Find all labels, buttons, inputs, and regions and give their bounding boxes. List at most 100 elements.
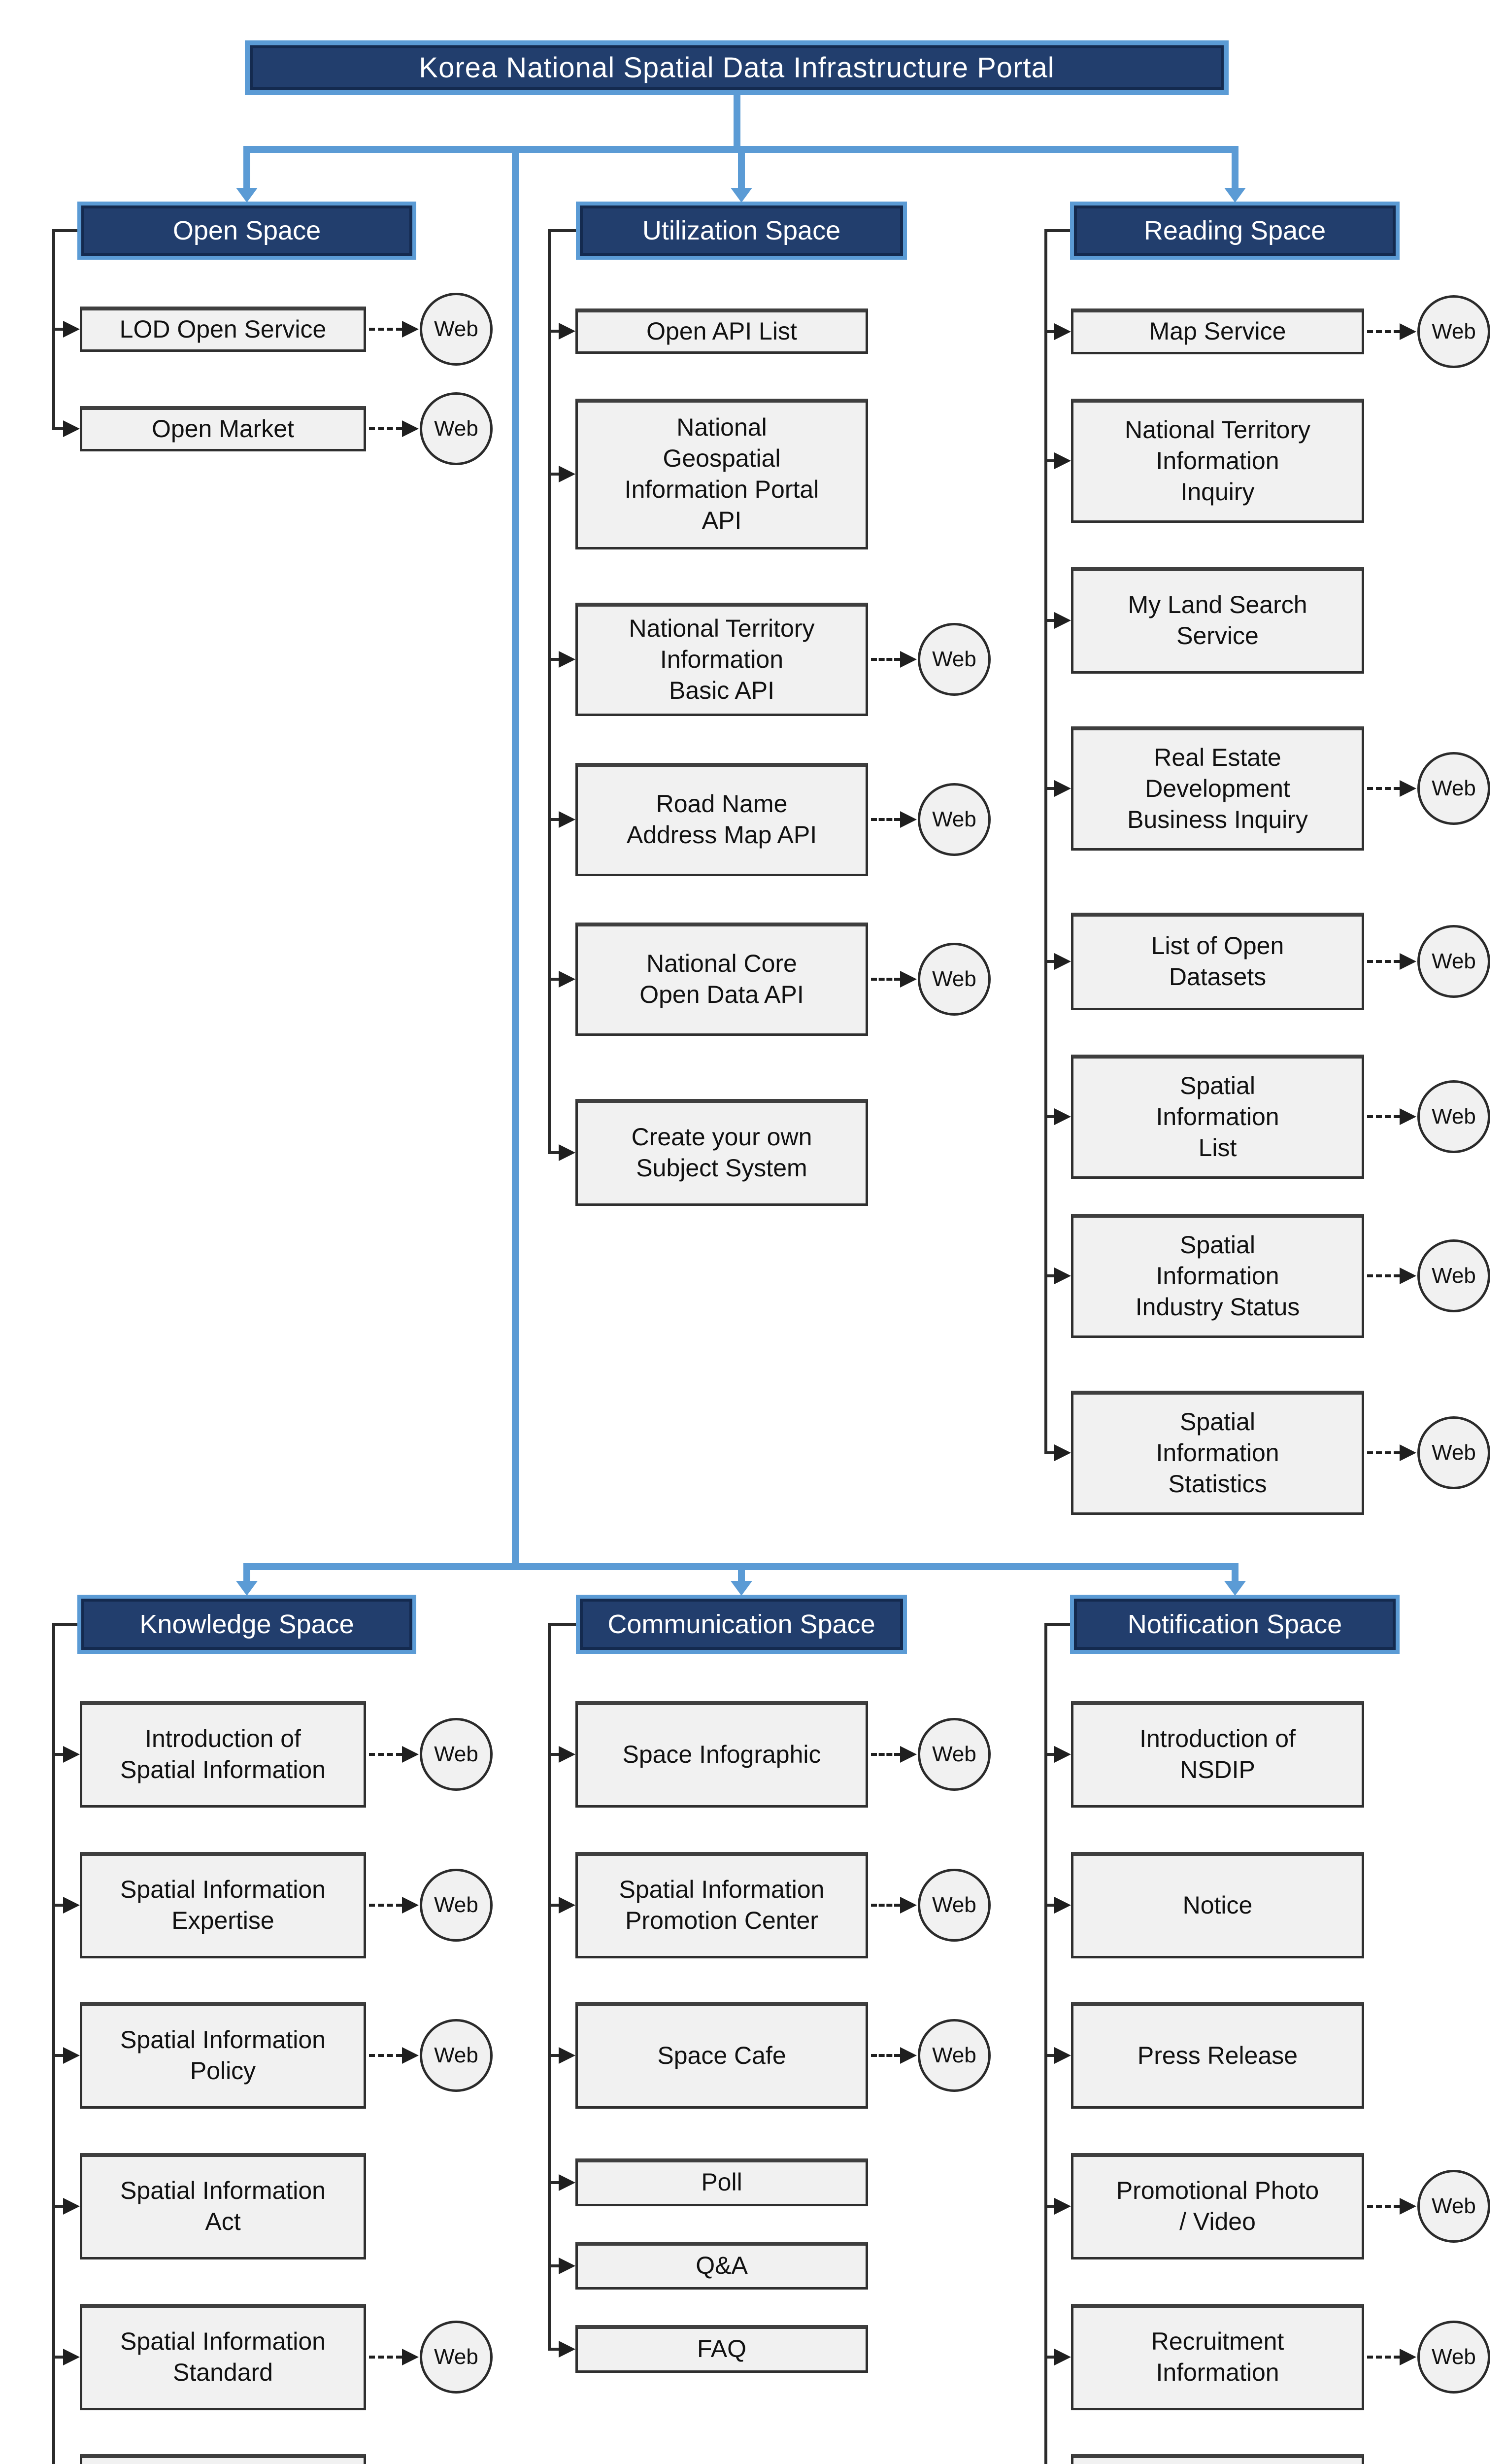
item-arrow-line — [548, 1151, 561, 1154]
item-box — [80, 2153, 366, 2259]
web-link-badge — [1417, 1080, 1490, 1153]
branch-drop-line — [738, 146, 745, 189]
web-badge-label: Web — [932, 967, 976, 991]
item-arrow-line — [1044, 2356, 1056, 2359]
item-arrow-line — [52, 427, 65, 430]
web-link-badge — [918, 943, 991, 1016]
group-header-label: Communication Space — [607, 1609, 875, 1639]
rail-header-line — [548, 1623, 576, 1626]
item-box — [80, 2454, 366, 2464]
item-label: Press Release — [1137, 2041, 1298, 2069]
web-badge-label: Web — [932, 807, 976, 831]
web-link-badge — [1417, 2321, 1490, 2394]
web-dashed-line — [871, 658, 900, 661]
web-link-badge — [1417, 2170, 1490, 2243]
web-badge-label: Web — [932, 1893, 976, 1917]
web-dashed-line — [1367, 330, 1400, 333]
web-arrow-icon — [900, 811, 917, 828]
web-dashed-line — [1367, 960, 1400, 963]
group-header-label: Open Space — [172, 216, 321, 245]
web-link-badge — [420, 2019, 493, 2092]
web-link-badge — [1417, 925, 1490, 998]
item-label: LOD Open Service — [119, 315, 327, 343]
branch-drop-line — [738, 1563, 745, 1582]
group-header-label: Reading Space — [1143, 216, 1326, 245]
item-label: List of Open Datasets — [1151, 932, 1284, 991]
web-arrow-icon — [900, 1897, 917, 1914]
group-header — [77, 202, 416, 260]
web-link-badge — [918, 1718, 991, 1791]
down-arrow-icon — [731, 188, 752, 203]
item-label: My Land Search Service — [1128, 591, 1307, 650]
right-arrow-icon — [559, 2340, 575, 2358]
item-arrow-line — [548, 658, 561, 661]
web-arrow-icon — [402, 321, 419, 338]
item-box — [575, 1701, 868, 1808]
web-arrow-icon — [900, 971, 917, 988]
web-badge-label: Web — [1432, 2345, 1476, 2369]
web-badge-label: Web — [434, 317, 478, 341]
right-arrow-icon — [1054, 452, 1071, 469]
branch-drop-line — [1232, 146, 1238, 189]
group-header — [576, 1595, 907, 1654]
web-arrow-icon — [900, 2047, 917, 2064]
item-label: Recruitment Information — [1151, 2327, 1284, 2386]
web-dashed-line — [871, 1904, 900, 1907]
item-arrow-line — [52, 1753, 65, 1756]
item-box — [575, 1099, 868, 1206]
web-dashed-line — [1367, 1274, 1400, 1277]
web-badge-label: Web — [1432, 776, 1476, 800]
web-arrow-icon — [402, 1897, 419, 1914]
item-box — [575, 923, 868, 1036]
right-arrow-icon — [559, 1144, 575, 1161]
item-label: Introduction of Spatial Information — [120, 1725, 326, 1783]
item-arrow-line — [548, 1904, 561, 1907]
web-arrow-icon — [402, 1746, 419, 1763]
web-dashed-line — [369, 2054, 402, 2057]
item-box — [575, 1852, 868, 1958]
rail-header-line — [52, 1623, 77, 1626]
group-header-label: Knowledge Space — [139, 1609, 354, 1639]
web-badge-label: Web — [434, 2345, 478, 2369]
right-arrow-icon — [1054, 1444, 1071, 1461]
item-box — [575, 763, 868, 876]
item-box — [1071, 726, 1364, 851]
web-dashed-line — [871, 1753, 900, 1756]
right-arrow-icon — [559, 971, 575, 988]
web-dashed-line — [369, 2356, 402, 2359]
item-arrow-line — [52, 328, 65, 331]
web-badge-label: Web — [434, 1893, 478, 1917]
down-arrow-icon — [236, 188, 258, 203]
web-arrow-icon — [402, 2047, 419, 2064]
group-header — [77, 1595, 416, 1654]
web-badge-label: Web — [1432, 2194, 1476, 2218]
item-arrow-line — [1044, 1274, 1056, 1277]
web-link-badge — [420, 2321, 493, 2394]
item-arrow-line — [548, 2347, 561, 2351]
right-arrow-icon — [63, 1746, 80, 1763]
item-label: Open Market — [151, 414, 294, 443]
web-arrow-icon — [402, 2349, 419, 2365]
web-arrow-icon — [1400, 1108, 1416, 1125]
right-arrow-icon — [559, 2257, 575, 2274]
item-arrow-line — [1044, 1115, 1056, 1118]
item-arrow-line — [1044, 2054, 1056, 2057]
web-dashed-line — [1367, 1451, 1400, 1454]
web-badge-label: Web — [1432, 319, 1476, 343]
item-arrow-line — [1044, 1451, 1056, 1454]
web-link-badge — [420, 293, 493, 366]
root-node — [245, 40, 1229, 95]
item-box — [575, 603, 868, 716]
item-label: Promotional Photo / Video — [1116, 2177, 1319, 2235]
web-badge-label: Web — [932, 647, 976, 671]
item-arrow-line — [548, 1753, 561, 1756]
item-label: Spatial Information Statistics — [1156, 1407, 1279, 1498]
item-box — [1071, 913, 1364, 1010]
branch-drop-line — [243, 146, 250, 189]
web-link-badge — [420, 392, 493, 465]
group-header-label: Utilization Space — [642, 216, 841, 245]
right-arrow-icon — [559, 811, 575, 828]
item-box — [80, 2304, 366, 2410]
item-arrow-line — [548, 473, 561, 476]
